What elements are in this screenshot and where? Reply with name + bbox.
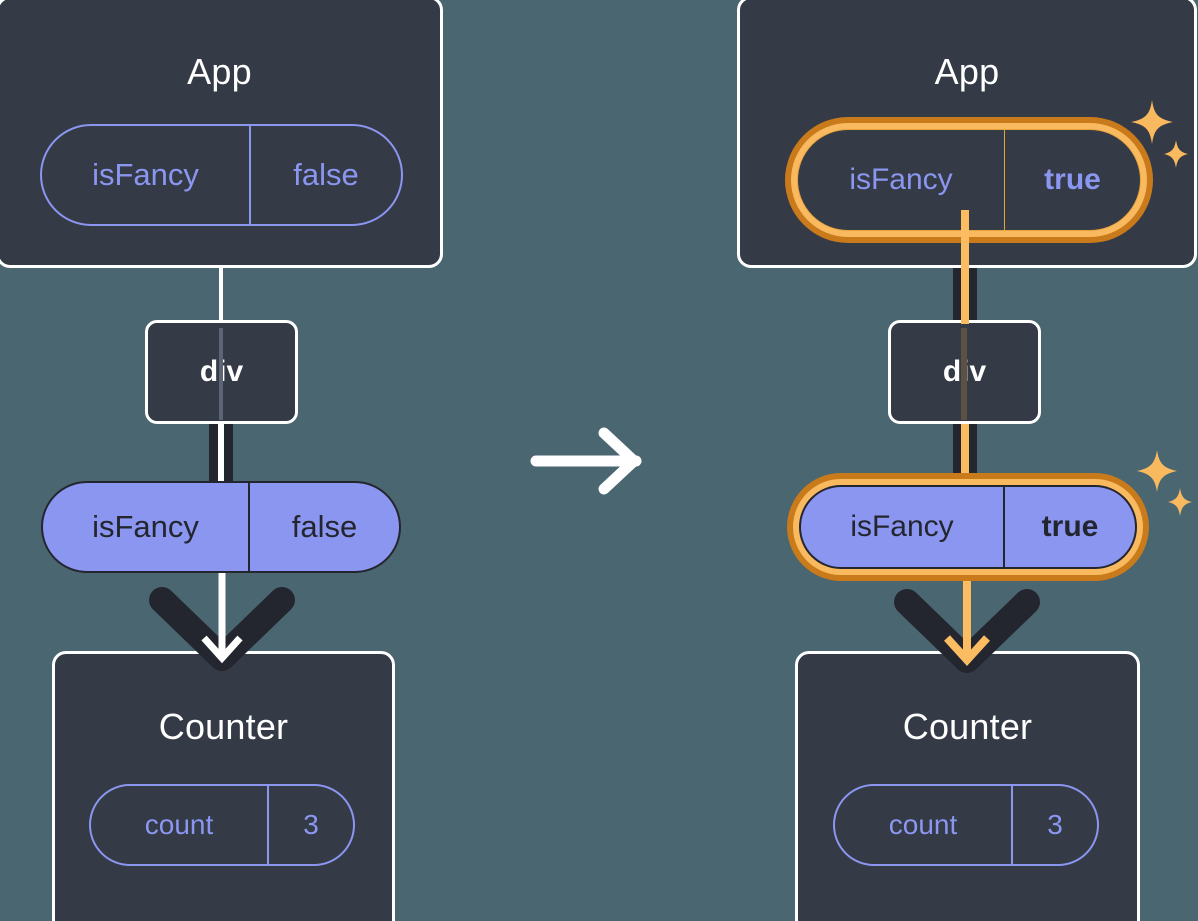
transition-right-arrow-icon [530,425,648,497]
counter-state-pill-before[interactable]: count 3 [89,784,355,866]
sparkles-icon-app-after [1128,98,1190,174]
prop-pill-before[interactable]: isFancy false [41,481,401,573]
arrow-prop-to-counter-after [885,574,1049,682]
counter-state-name-before: count [144,809,214,840]
app-state-value-after: true [1004,130,1140,230]
counter-state-value-after: 3 [1011,786,1097,864]
counter-title-before: Counter [158,706,289,747]
app-state-pill-after[interactable]: isFancy true [785,117,1153,243]
app-state-name-before: isFancy [92,157,199,192]
prop-name-before: isFancy [92,509,199,544]
prop-value-after: true [1003,487,1135,567]
counter-title-after: Counter [902,706,1033,747]
sparkles-icon-prop-after [1136,448,1194,520]
connector-app-to-div-core-after [961,210,969,324]
arrow-prop-to-counter-before [140,566,304,674]
prop-name-after: isFancy [850,510,954,543]
app-state-name-after: isFancy [849,163,953,196]
app-state-pill-before[interactable]: isFancy false [40,124,403,226]
prop-value-before: false [248,483,399,571]
connector-div-to-prop-core-after [961,420,969,490]
connector-through-div-after [961,328,967,420]
app-title-after: App [934,51,1000,92]
connector-div-to-prop-core-before [218,420,224,490]
prop-pill-after[interactable]: isFancy true [787,473,1149,581]
counter-state-pill-after[interactable]: count 3 [833,784,1099,866]
connector-app-to-div-before [219,262,223,324]
connector-through-div-before [219,328,223,420]
app-title-before: App [187,51,252,92]
app-state-value-before: false [249,126,401,224]
counter-state-name-after: count [888,809,958,840]
counter-state-value-before: 3 [267,786,353,864]
